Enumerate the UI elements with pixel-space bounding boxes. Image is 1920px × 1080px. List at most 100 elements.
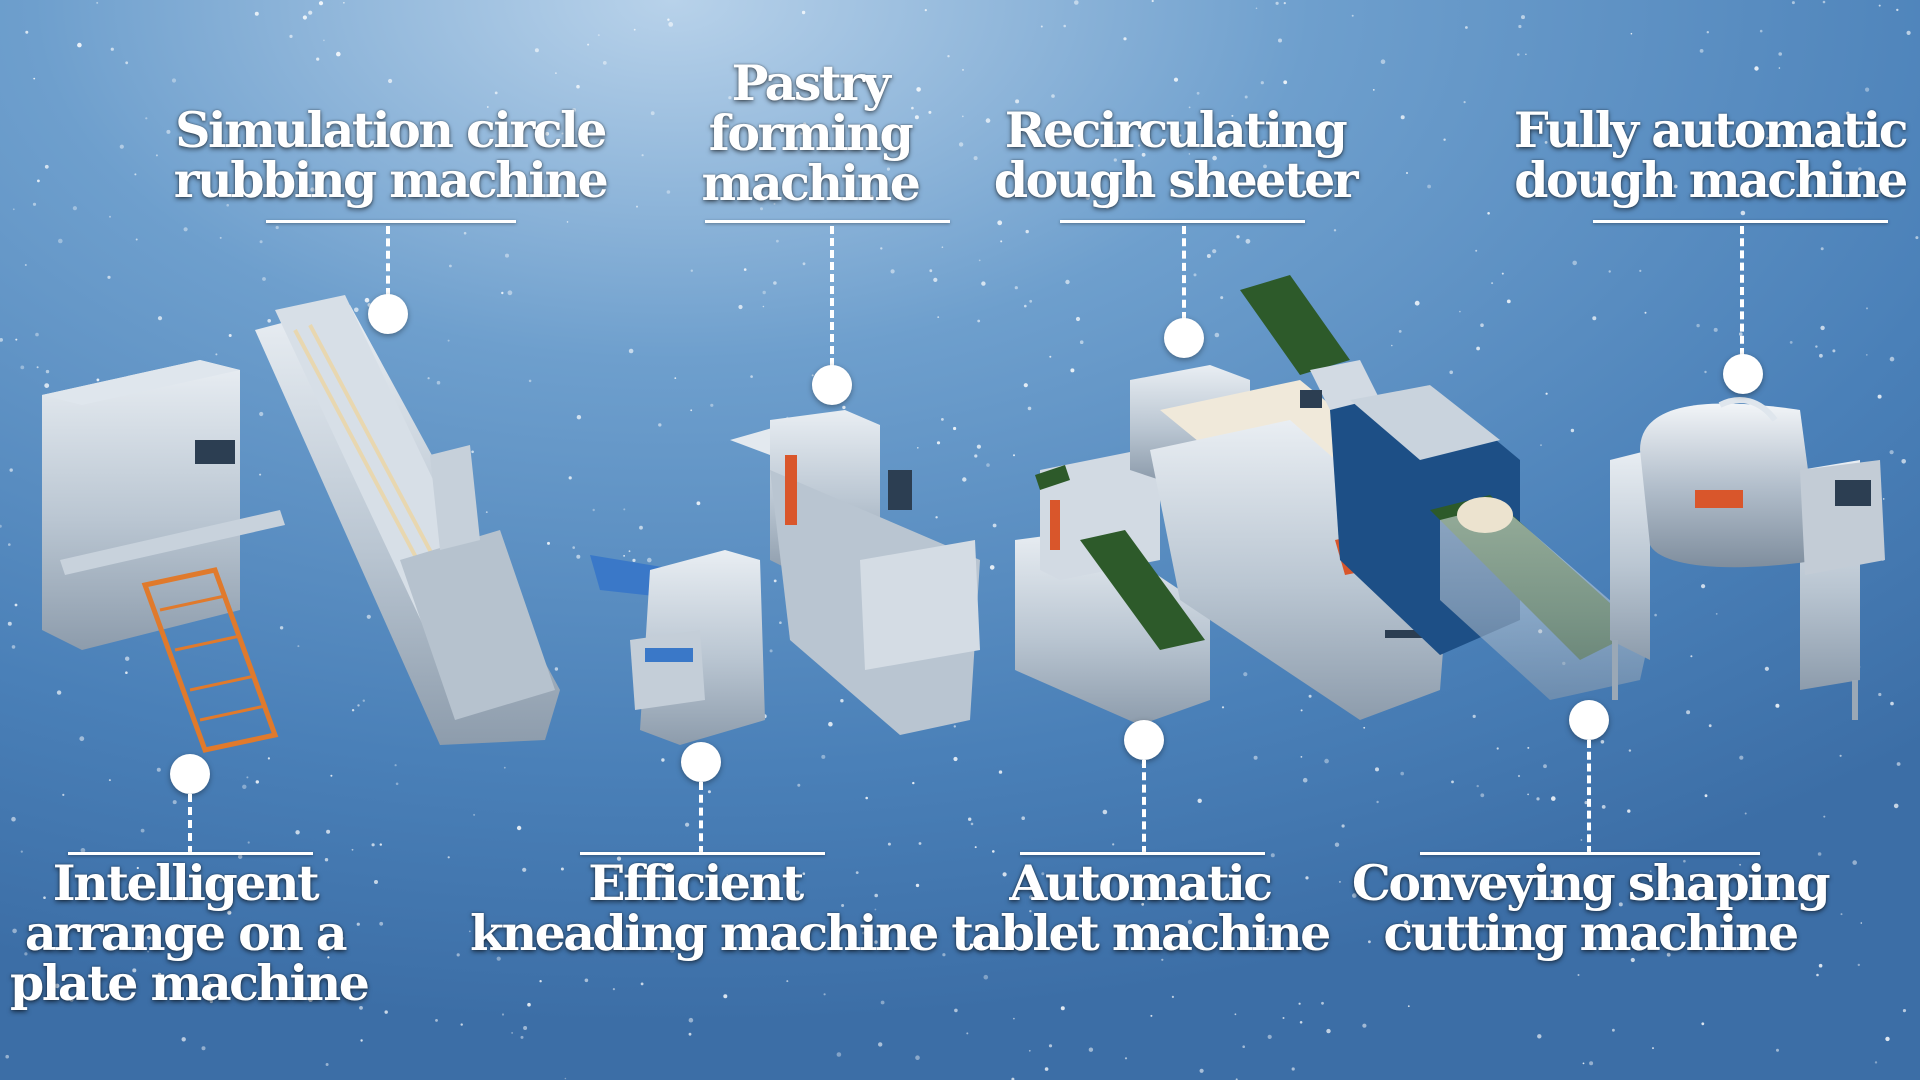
callout-line-intelligent: [188, 794, 192, 854]
speckle: [1028, 1049, 1031, 1052]
speckle: [869, 195, 874, 200]
speckle: [1299, 1021, 1303, 1024]
speckle: [1013, 454, 1015, 457]
speckle: [914, 115, 919, 120]
speckle: [1137, 144, 1141, 147]
callout-line-efficient: [699, 782, 703, 854]
speckle: [1475, 249, 1478, 252]
speckle: [942, 953, 946, 957]
speckle: [1267, 1034, 1272, 1039]
speckle: [366, 614, 371, 619]
speckle: [1608, 270, 1611, 273]
speckle: [1282, 1017, 1285, 1019]
speckle: [522, 867, 527, 872]
speckle: [954, 1008, 958, 1013]
speckle: [1592, 316, 1597, 321]
speckle: [463, 231, 467, 235]
speckle: [25, 30, 29, 34]
speckle: [636, 205, 638, 208]
speckle: [915, 883, 920, 888]
speckle: [1199, 1068, 1204, 1073]
speckle: [1744, 812, 1747, 815]
speckle: [1070, 368, 1075, 373]
speckle: [929, 269, 933, 273]
speckle: [1298, 1002, 1301, 1005]
speckle: [802, 122, 807, 126]
speckle: [1065, 279, 1070, 285]
label-fully-automatic-dough-machine: Fully automatic dough machine: [1510, 105, 1910, 205]
speckle: [1815, 345, 1818, 348]
speckle: [795, 890, 800, 895]
speckle: [641, 154, 644, 157]
label-line: Conveying shaping: [1351, 854, 1831, 912]
speckle: [1403, 920, 1409, 925]
speckle: [1627, 809, 1631, 813]
speckle: [647, 557, 652, 563]
speckle: [96, 378, 100, 382]
speckle: [728, 96, 732, 100]
speckle: [147, 950, 150, 953]
speckle: [354, 307, 359, 313]
speckle: [208, 981, 212, 985]
speckle: [1791, 1, 1795, 5]
speckle: [324, 858, 329, 862]
speckle: [1260, 81, 1264, 85]
speckle: [1686, 710, 1691, 715]
speckle: [1506, 299, 1511, 304]
speckle: [12, 208, 15, 211]
speckle: [1021, 816, 1025, 820]
label-line: dough machine: [1514, 151, 1908, 209]
speckle: [1860, 922, 1863, 924]
speckle: [1628, 749, 1632, 752]
speckle: [1901, 459, 1906, 464]
speckle: [521, 192, 526, 197]
speckle: [20, 365, 25, 370]
speckle: [1427, 184, 1431, 189]
speckle: [302, 15, 307, 20]
label-line: arrange on a: [24, 904, 348, 962]
speckle: [880, 247, 883, 250]
speckle: [1706, 31, 1710, 34]
speckle: [587, 43, 590, 46]
speckle: [1400, 771, 1404, 776]
speckle: [1451, 780, 1454, 784]
speckle: [633, 28, 636, 31]
speckle: [1234, 1013, 1237, 1016]
speckle: [836, 1052, 842, 1057]
speckle: [1275, 173, 1280, 178]
speckle: [1449, 370, 1453, 375]
speckle: [1713, 327, 1718, 332]
speckle: [262, 277, 266, 281]
speckle: [1212, 249, 1217, 254]
speckle: [1407, 1005, 1410, 1008]
speckle: [1085, 195, 1090, 200]
speckle: [283, 179, 287, 182]
speckle: [1014, 286, 1018, 290]
speckle: [710, 403, 714, 407]
speckle: [555, 72, 557, 74]
speckle: [887, 842, 891, 846]
callout-dot-fully-automatic: [1723, 354, 1763, 394]
speckle: [1255, 7, 1258, 10]
speckle: [1502, 947, 1505, 950]
speckle: [527, 1002, 531, 1007]
speckle: [356, 922, 360, 926]
label-line: Pastry: [731, 54, 891, 112]
speckle: [1517, 53, 1520, 56]
speckle: [973, 156, 978, 161]
label-conveying-shaping-cutting-machine: Conveying shaping cutting machine: [1340, 858, 1840, 958]
speckle: [690, 269, 693, 272]
speckle: [1044, 1067, 1049, 1071]
speckle: [986, 463, 990, 467]
speckle: [0, 524, 2, 528]
speckle: [209, 999, 213, 1004]
speckle: [560, 867, 564, 871]
speckle: [823, 993, 826, 996]
speckle: [1061, 131, 1066, 135]
speckle: [360, 1039, 363, 1042]
speckle: [1150, 1014, 1153, 1017]
speckle: [171, 78, 177, 83]
callout-line-simulation: [386, 226, 390, 296]
speckle: [1283, 80, 1288, 85]
speckle: [384, 1010, 388, 1014]
